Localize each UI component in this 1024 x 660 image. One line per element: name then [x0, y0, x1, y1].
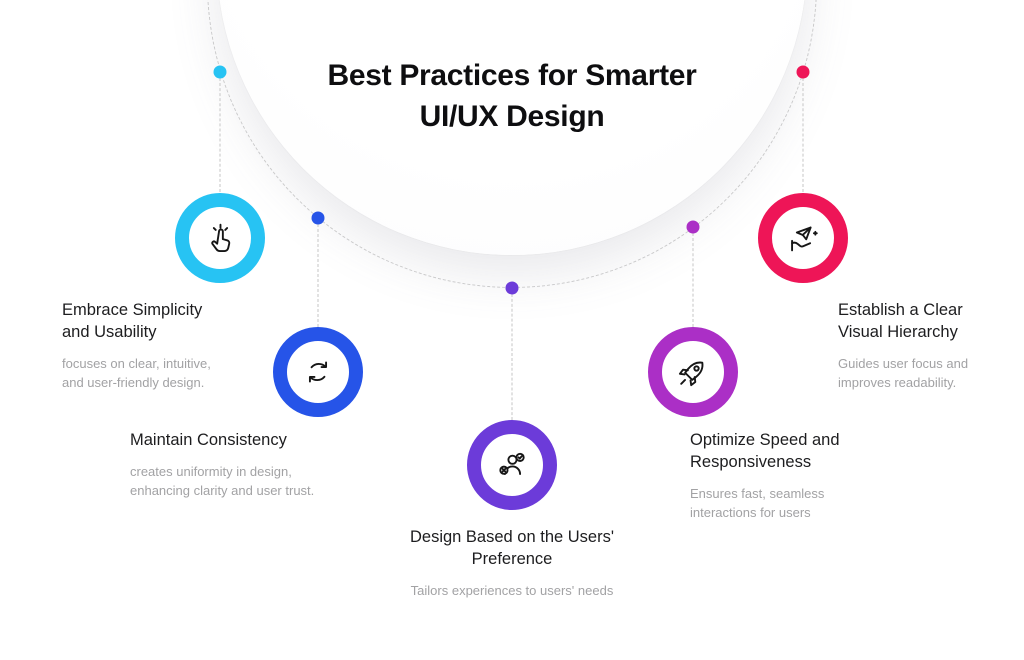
- item-1-body: focuses on clear, intuitive, and user-fr…: [62, 355, 211, 391]
- item-5-connector: [802, 78, 804, 192]
- item-3-heading: Design Based on the Users' Preference: [409, 528, 614, 568]
- item-1-heading: Embrace Simplicity and Usability: [62, 301, 203, 341]
- item-2-text: Maintain Consistency creates uniformity …: [130, 430, 315, 501]
- page-title-line1: Best Practices for Smarter: [327, 59, 697, 92]
- item-2-connector: [317, 224, 319, 327]
- user-preference-icon: [499, 452, 525, 475]
- item-5-body: Guides user focus and improves readabili…: [838, 355, 969, 391]
- item-3-ring: [467, 420, 557, 510]
- item-3-dot: [505, 281, 519, 295]
- item-4-heading: Optimize Speed and Responsiveness: [690, 431, 840, 471]
- item-5-ring: [758, 193, 848, 283]
- item-4-dot: [686, 220, 700, 234]
- page-title: Best Practices for Smarter UI/UX Design: [277, 56, 747, 137]
- item-3-body: Tailors experiences to users' needs: [410, 582, 614, 598]
- item-5-text: Establish a Clear Visual Hierarchy Guide…: [838, 300, 1003, 393]
- rocket-icon: [678, 361, 704, 387]
- item-2-heading: Maintain Consistency: [130, 431, 287, 449]
- item-5-dot: [796, 65, 810, 79]
- item-1-connector: [219, 78, 221, 192]
- item-3-text: Design Based on the Users' Preference Ta…: [407, 527, 617, 600]
- item-2-body: creates uniformity in design, enhancing …: [130, 463, 315, 499]
- item-1-dot: [213, 65, 227, 79]
- item-3-connector: [511, 294, 513, 420]
- item-1-ring: [175, 193, 265, 283]
- tap-gesture-icon: [211, 223, 231, 252]
- item-4-body: Ensures fast, seamless interactions for …: [690, 485, 825, 521]
- page-title-line2: UI/UX Design: [419, 99, 605, 133]
- item-4-text: Optimize Speed and Responsiveness Ensure…: [690, 430, 870, 523]
- cycle-arrows-icon: [308, 361, 328, 383]
- item-5-heading: Establish a Clear Visual Hierarchy: [838, 301, 963, 341]
- item-4-ring: [648, 327, 738, 417]
- hand-holding-plane-icon: [791, 226, 818, 252]
- item-2-dot: [311, 211, 325, 225]
- item-1-text: Embrace Simplicity and Usability focuses…: [62, 300, 234, 393]
- item-4-connector: [692, 233, 694, 327]
- item-2-ring: [273, 327, 363, 417]
